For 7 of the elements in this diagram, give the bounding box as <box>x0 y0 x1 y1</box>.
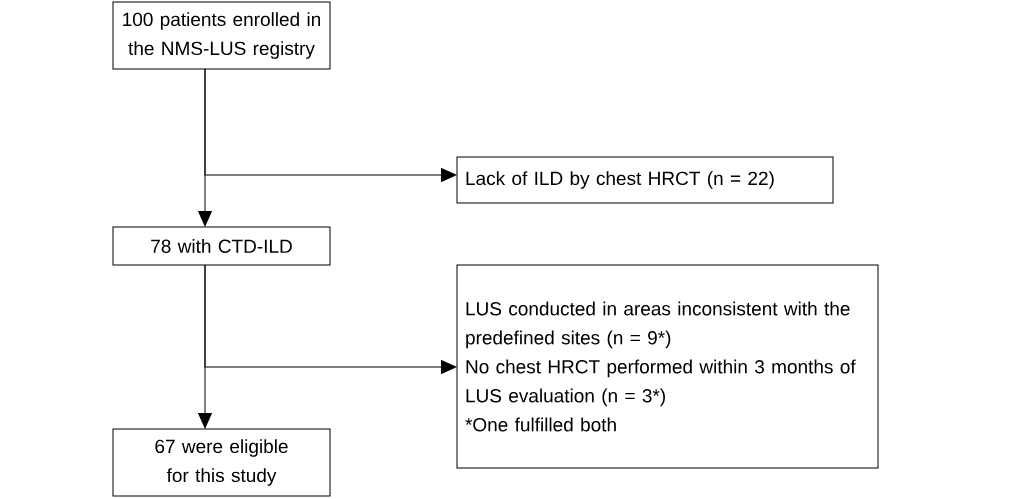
flow-box: Lack of ILD by chest HRCT (n = 22) <box>456 156 834 204</box>
flow-box: 78 with CTD-ILD <box>112 226 331 266</box>
flow-box: 67 were eligible for this study <box>112 428 331 497</box>
flow-box: 100 patients enrolled in the NMS-LUS registry <box>112 1 331 70</box>
arrow <box>204 68 457 182</box>
arrow <box>204 264 457 374</box>
flow-box: LUS conducted in areas inconsistent with the predefined sites (n = 9*) No chest HRCT performed within 3 months of LUS evaluation (n = 3*) *One fulfilled both <box>456 264 879 469</box>
